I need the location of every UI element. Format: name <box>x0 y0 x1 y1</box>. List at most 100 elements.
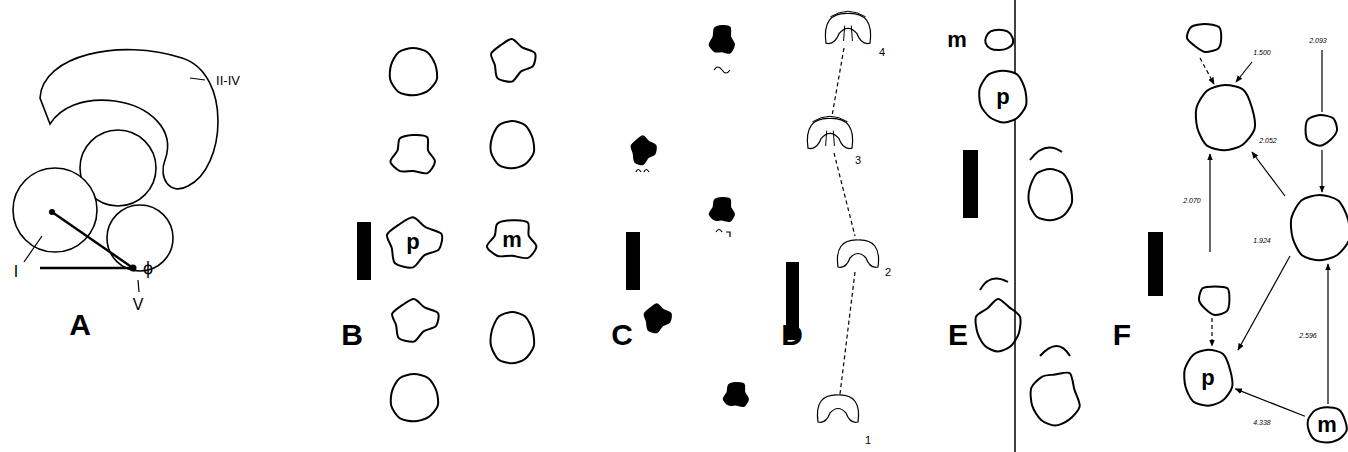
angle-line <box>40 267 133 269</box>
outline-shape <box>491 121 534 168</box>
leader-line <box>1200 58 1214 84</box>
outline-shape <box>1196 85 1255 150</box>
part-label: 2 <box>885 267 891 278</box>
panel-letter: C <box>611 320 633 350</box>
outline-shape <box>976 299 1021 352</box>
arch-detail <box>830 11 865 41</box>
panel-letter: E <box>948 320 968 350</box>
arch-outline <box>807 118 852 148</box>
node-outline-path <box>387 217 442 267</box>
node-outline-path <box>985 30 1013 50</box>
measurement-value: 2.070 <box>1183 197 1201 204</box>
arc-mark <box>980 278 1008 290</box>
outline-node: m <box>984 29 1014 51</box>
outline-shape <box>491 39 536 82</box>
outline-node: p <box>384 217 442 267</box>
leader-line <box>24 236 42 262</box>
outline-node: p <box>978 69 1028 125</box>
dashed-link <box>840 272 855 394</box>
part-label: V <box>133 297 144 313</box>
part-label: 4 <box>879 47 885 58</box>
arc-mark <box>1040 346 1070 356</box>
part-label: I <box>14 264 18 280</box>
scale-bar <box>963 150 978 218</box>
part-letter: m <box>502 229 522 251</box>
detail-curve <box>716 230 730 238</box>
node-outline <box>984 29 1014 51</box>
arch-outline <box>837 240 878 267</box>
dashed-link <box>834 153 855 236</box>
measurement-value: 2.093 <box>1309 37 1327 44</box>
arrow-connector <box>1235 389 1305 416</box>
part-label: II-IV <box>216 74 240 87</box>
leader-line <box>1327 264 1328 404</box>
scale-bar <box>357 222 371 280</box>
part-label: 3 <box>855 155 861 166</box>
leader-line <box>1321 50 1322 112</box>
node-outline-path <box>487 220 537 258</box>
part-letter: p <box>996 86 1009 108</box>
part-letter: p <box>1201 367 1214 389</box>
measurement-value: 2.596 <box>1299 332 1317 339</box>
part-letter: m <box>1317 414 1337 436</box>
arch-detail <box>812 116 847 146</box>
leader-line <box>138 280 139 292</box>
node-outline-path <box>979 71 1026 123</box>
measurement-value: 4.338 <box>1253 419 1271 426</box>
filled-outline <box>632 136 656 164</box>
filled-outline <box>645 304 671 332</box>
outline-node: m <box>486 219 538 261</box>
part-label: 1 <box>865 435 871 446</box>
leader-line <box>1209 154 1210 252</box>
dashed-link <box>832 48 844 116</box>
leader-line <box>1252 152 1285 196</box>
point-dot <box>130 265 137 272</box>
outline-shape <box>1199 287 1229 316</box>
point-dot <box>49 209 55 215</box>
part-letter: m <box>947 29 967 51</box>
measurement-value: 2.052 <box>1259 137 1277 144</box>
panel-letter: F <box>1113 320 1131 350</box>
outline-shape <box>391 374 438 421</box>
leader-line <box>1211 318 1212 346</box>
leader-line <box>1238 256 1290 350</box>
panel-letter: D <box>781 320 803 350</box>
filled-outline <box>724 383 748 406</box>
outline-shape <box>1029 169 1072 220</box>
angle-line <box>52 212 133 268</box>
outline-shape <box>1187 24 1221 52</box>
outline-shape <box>1306 115 1337 146</box>
circle-outline <box>107 205 173 271</box>
leader-line <box>1321 150 1322 192</box>
outline-shape <box>1291 195 1348 260</box>
arc-mark <box>1030 148 1062 161</box>
measurement-value: 1.924 <box>1253 237 1271 244</box>
part-letter: p <box>406 231 419 253</box>
leader-line <box>1236 62 1252 82</box>
panel-letter: B <box>341 320 363 350</box>
outline-shape <box>390 135 435 173</box>
panel-letter: A <box>69 310 91 340</box>
divider-line <box>1014 0 1016 452</box>
scale-bar <box>1148 232 1163 296</box>
outline-node: p <box>1182 348 1234 408</box>
outline-shape <box>1031 373 1080 426</box>
arch-outline <box>825 13 870 43</box>
outline-shape <box>491 312 534 363</box>
outline-shape <box>392 299 439 342</box>
scale-bar <box>626 232 640 290</box>
outline-shape <box>390 48 437 95</box>
arch-outline <box>817 395 858 422</box>
part-label: ϕ <box>143 259 153 277</box>
outline-node: m <box>1306 406 1348 444</box>
leader-line <box>190 78 205 80</box>
detail-curve <box>714 67 730 73</box>
node-outline-path <box>1308 407 1347 442</box>
filled-outline <box>710 198 734 221</box>
node-outline-path <box>1184 350 1232 406</box>
filled-outline <box>710 26 734 53</box>
circle-outline <box>13 168 97 252</box>
